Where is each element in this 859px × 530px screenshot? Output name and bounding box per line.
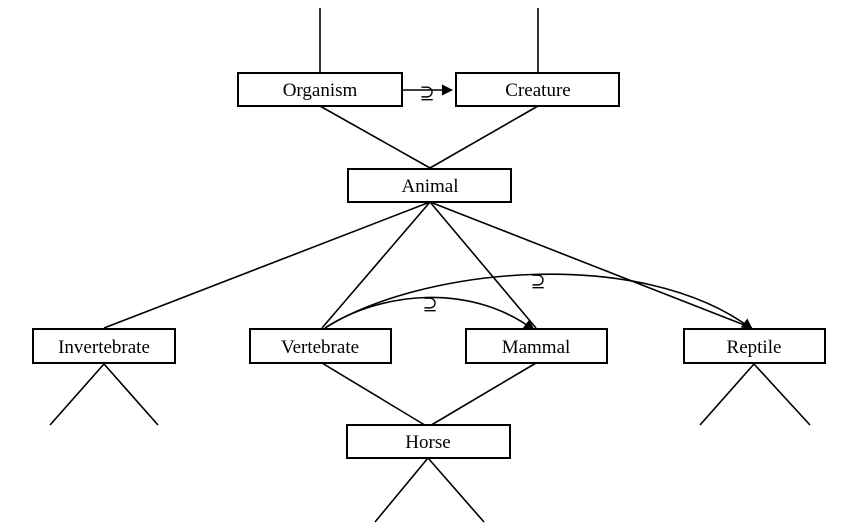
animal-mammal-edge xyxy=(429,201,537,329)
node-mammal-label: Mammal xyxy=(502,337,571,358)
node-creature-label: Creature xyxy=(505,80,570,101)
horse-fan-left xyxy=(374,457,429,523)
node-reptile-label: Reptile xyxy=(727,337,782,358)
node-horse: Horse xyxy=(346,424,511,459)
node-invertebrate: Invertebrate xyxy=(32,328,176,364)
mammal-horse-edge xyxy=(427,362,537,428)
vertebrate-reptile-arrow xyxy=(324,273,753,330)
node-horse-label: Horse xyxy=(405,432,450,453)
node-invertebrate-label: Invertebrate xyxy=(58,337,150,358)
node-creature: Creature xyxy=(455,72,620,107)
reptile-fan-left xyxy=(699,363,755,426)
node-organism: Organism xyxy=(237,72,403,107)
node-reptile: Reptile xyxy=(683,328,826,364)
organism-animal-edge xyxy=(319,105,431,169)
animal-reptile-edge xyxy=(429,201,753,329)
node-animal-label: Animal xyxy=(402,176,459,197)
node-organism-label: Organism xyxy=(283,80,358,101)
invertebrate-fan-left xyxy=(49,363,105,426)
animal-vertebrate-edge xyxy=(321,201,431,329)
vertebrate-reptile-relation-label: ⊇ xyxy=(530,271,545,291)
node-mammal: Mammal xyxy=(465,328,608,364)
organism-creature-relation-label: ⊇ xyxy=(419,83,434,103)
creature-animal-edge xyxy=(429,105,539,169)
node-animal: Animal xyxy=(347,168,512,203)
node-vertebrate-label: Vertebrate xyxy=(281,337,359,358)
vertebrate-mammal-relation-label: ⊇ xyxy=(422,294,437,314)
animal-invertebrate-edge xyxy=(103,201,431,329)
node-vertebrate: Vertebrate xyxy=(249,328,392,364)
reptile-fan-right xyxy=(753,363,811,426)
vertebrate-horse-edge xyxy=(321,362,429,428)
invertebrate-fan-right xyxy=(103,363,159,426)
horse-fan-right xyxy=(427,457,485,523)
